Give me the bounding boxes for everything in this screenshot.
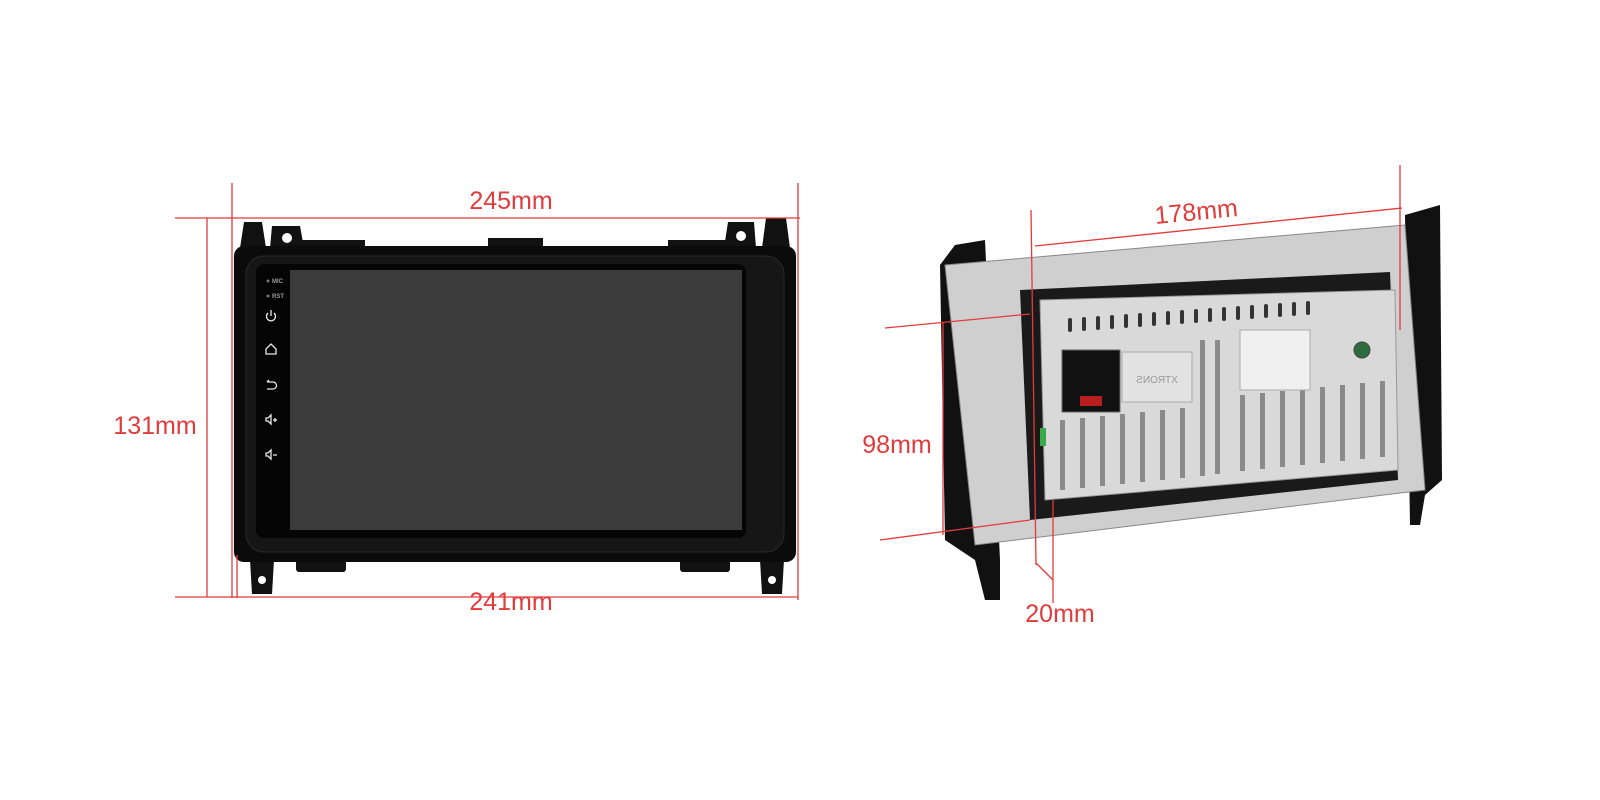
top-mounting-tabs: [240, 218, 790, 248]
width-top-label: 245mm: [469, 187, 552, 215]
height-label: 131mm: [113, 412, 196, 440]
rear-unit: XTRONS: [940, 205, 1442, 600]
vent-slots: [1068, 301, 1310, 332]
iso-connector: [1061, 349, 1121, 413]
depth-label: 20mm: [1025, 600, 1094, 628]
volume-up-icon[interactable]: [265, 413, 277, 426]
home-icon[interactable]: [265, 343, 277, 355]
power-icon[interactable]: [265, 310, 277, 322]
volume-down-icon[interactable]: [265, 448, 277, 461]
back-icon[interactable]: [266, 379, 278, 390]
rear-width-label: 178mm: [1153, 194, 1239, 230]
side-button-panel: MIC RST: [265, 279, 284, 461]
white-connectors: [1239, 329, 1311, 391]
green-connector: [1040, 428, 1046, 446]
front-dimension-lines: [175, 183, 800, 600]
front-unit: MIC RST: [234, 218, 796, 594]
width-bottom-label: 241mm: [469, 588, 552, 616]
brand-logo: XTRONS: [1136, 375, 1178, 386]
rear-height-label: 98mm: [862, 431, 931, 459]
antenna-connector: [1353, 341, 1371, 359]
heat-fins: [1060, 340, 1385, 490]
mic-label: MIC: [272, 279, 284, 285]
reset-hole-icon: [266, 294, 270, 298]
rst-label: RST: [272, 294, 284, 300]
mic-hole-icon: [266, 279, 270, 283]
touch-screen[interactable]: [290, 270, 742, 530]
rear-dimension-lines: [879, 165, 1403, 603]
